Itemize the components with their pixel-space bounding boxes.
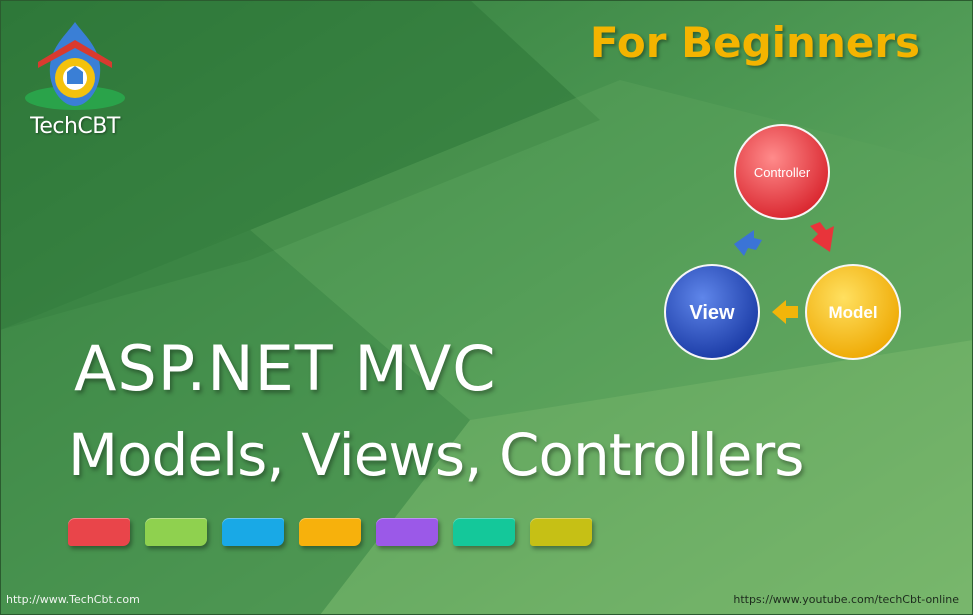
brand-name: TechCBT [30,114,120,139]
color-swatch-row [68,518,592,546]
controller-label: Controller [754,165,811,180]
swatch-green [145,518,207,546]
model-label: Model [828,303,877,322]
footer-youtube-link[interactable]: https://www.youtube.com/techCbt-online [733,593,959,606]
arrow-model-to-view-icon [772,300,798,324]
techcbt-logo: TechCBT [20,18,130,148]
arrow-view-to-controller-icon [734,230,762,256]
swatch-purple [376,518,438,546]
swatch-red [68,518,130,546]
swatch-teal [453,518,515,546]
view-node [664,264,760,360]
model-node [805,264,901,360]
footer-website-link[interactable]: http://www.TechCbt.com [6,593,140,606]
controller-node [734,124,830,220]
arrow-controller-to-model-icon [810,222,834,252]
tagline: For Beginners [589,18,921,67]
swatch-blue [222,518,284,546]
view-label: View [689,302,735,324]
title-line1: ASP.NET MVC [74,332,497,405]
mvc-diagram: Controller View Model [664,124,901,360]
title-line2: Models, Views, Controllers [68,421,804,489]
swatch-orange [299,518,361,546]
swatch-olive [530,518,592,546]
house-drop-logo-icon [25,22,125,110]
